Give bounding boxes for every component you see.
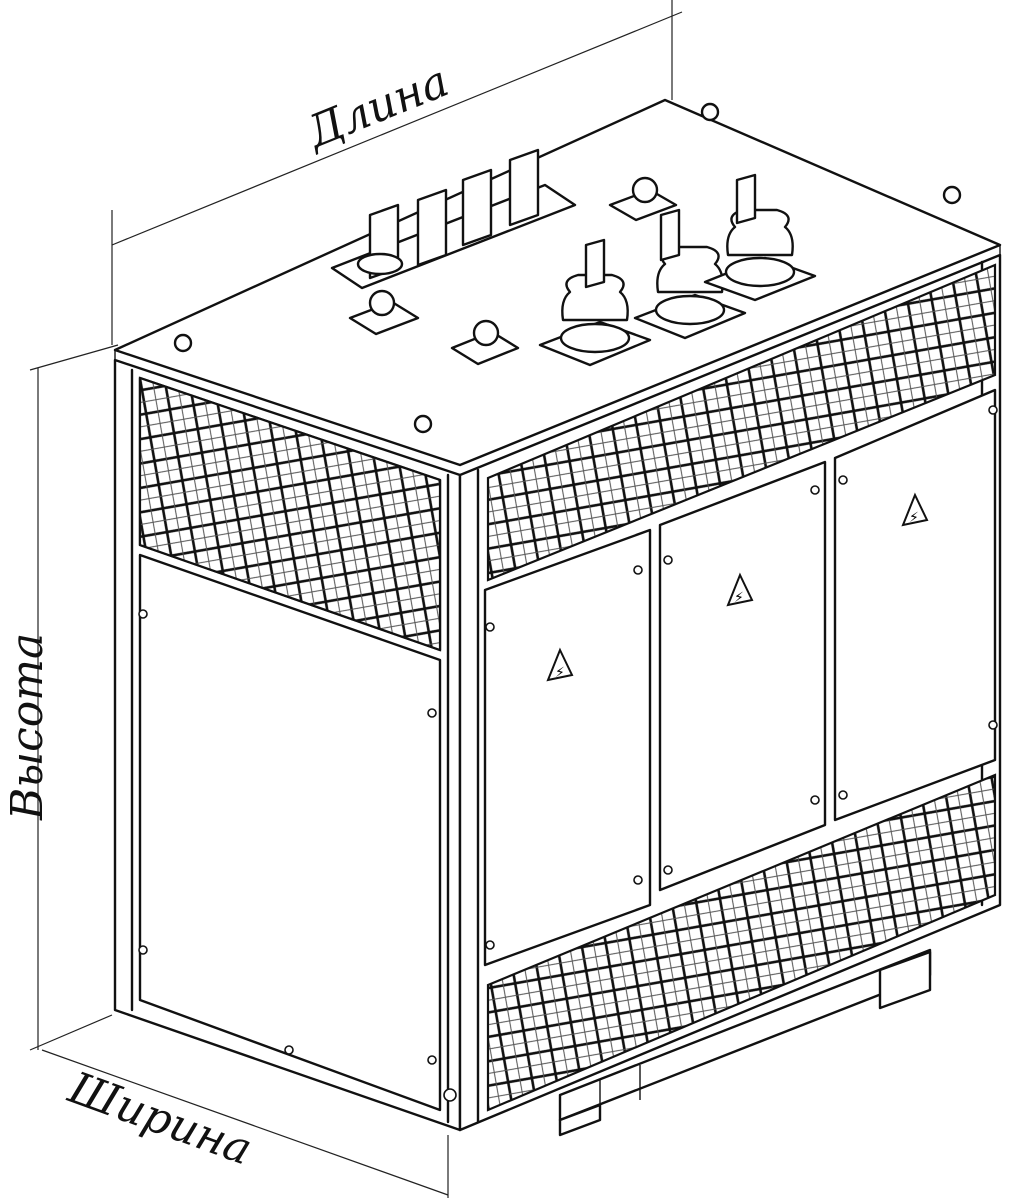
length-label: Длина [298, 56, 456, 159]
base-frame [558, 948, 932, 1137]
door-right [833, 388, 997, 822]
warning-icon: ⚡ [546, 647, 574, 682]
door-panels [483, 262, 997, 967]
svg-text:⚡: ⚡ [555, 665, 565, 681]
lifting-lugs [173, 102, 962, 434]
upper-vent-mesh [486, 263, 997, 582]
warning-icon: ⚡ [726, 572, 754, 607]
height-label: Высота [2, 633, 53, 821]
height-dimension: Высота [2, 344, 119, 1051]
width-label: Ширина [61, 1062, 258, 1175]
bushing [633, 208, 747, 340]
hv-bushings [538, 173, 817, 367]
warning-signs: ⚡ ⚡ ⚡ [546, 492, 929, 682]
bushing [703, 173, 817, 302]
svg-text:⚡: ⚡ [909, 510, 919, 526]
svg-text:⚡: ⚡ [734, 590, 744, 606]
side-panel [113, 358, 462, 1132]
bushing [538, 238, 652, 367]
door-left [483, 528, 652, 967]
door-center [658, 460, 827, 892]
lower-vent-mesh [486, 773, 997, 1112]
fasteners [138, 405, 998, 1102]
lv-busbar-terminals [330, 148, 577, 290]
warning-icon: ⚡ [901, 492, 929, 527]
